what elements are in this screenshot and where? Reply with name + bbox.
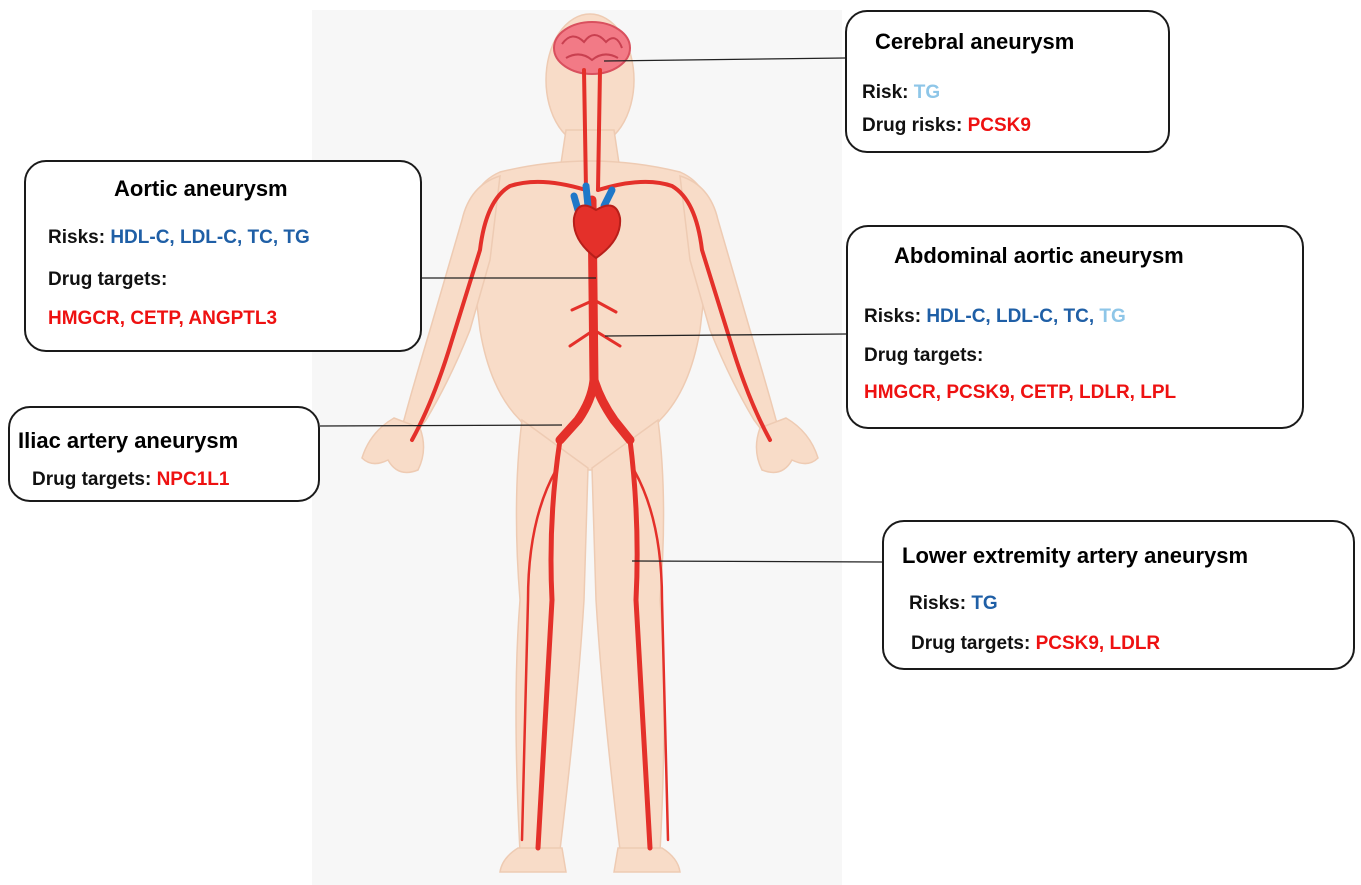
drug-row: Drug targets: NPC1L1 xyxy=(32,469,229,491)
callout-iliac-artery-aneurysm: Iliac artery aneurysm Drug targets: NPC1… xyxy=(8,406,320,502)
drug-label: Drug targets: xyxy=(864,345,983,366)
risk-label: Risks: xyxy=(909,593,971,614)
drug-row: Drug targets: PCSK9, LDLR xyxy=(911,633,1160,655)
drug-label-row: Drug targets: xyxy=(48,269,167,291)
risk-values: TG xyxy=(914,82,940,103)
callout-title: Abdominal aortic aneurysm xyxy=(894,243,1184,269)
drug-values-row: HMGCR, CETP, ANGPTL3 xyxy=(48,308,277,330)
risk-label: Risks: xyxy=(48,227,110,248)
leader-cerebral xyxy=(604,58,845,61)
drug-label: Drug targets: xyxy=(911,633,1036,654)
drug-values: NPC1L1 xyxy=(157,469,230,490)
callout-title: Iliac artery aneurysm xyxy=(18,428,238,454)
callout-title: Aortic aneurysm xyxy=(114,176,288,202)
risk-values: HDL-C, LDL-C, TC, TG xyxy=(110,227,309,248)
risk-values: TG xyxy=(971,593,997,614)
risk-values-light: TG xyxy=(1099,306,1125,327)
risk-label: Risks: xyxy=(864,306,926,327)
callout-cerebral-aneurysm: Cerebral aneurysm Risk: TG Drug risks: P… xyxy=(845,10,1170,153)
drug-label: Drug targets: xyxy=(48,269,167,290)
drug-label: Drug risks: xyxy=(862,115,968,136)
risk-values-dark: HDL-C, LDL-C, TC, xyxy=(926,306,1099,327)
drug-values: HMGCR, CETP, ANGPTL3 xyxy=(48,308,277,329)
callout-aortic-aneurysm: Aortic aneurysm Risks: HDL-C, LDL-C, TC,… xyxy=(24,160,422,352)
body-silhouette xyxy=(362,14,818,872)
callout-title: Lower extremity artery aneurysm xyxy=(902,543,1248,569)
drug-values: PCSK9 xyxy=(968,115,1031,136)
risk-row: Risks: HDL-C, LDL-C, TC, TG xyxy=(864,306,1126,328)
drug-values-row: HMGCR, PCSK9, CETP, LDLR, LPL xyxy=(864,382,1176,404)
drug-values: PCSK9, LDLR xyxy=(1036,633,1161,654)
drug-label-row: Drug targets: xyxy=(864,345,983,367)
callout-lower-extremity-artery-aneurysm: Lower extremity artery aneurysm Risks: T… xyxy=(882,520,1355,670)
risk-row: Risks: TG xyxy=(909,593,998,615)
drug-values: HMGCR, PCSK9, CETP, LDLR, LPL xyxy=(864,382,1176,403)
risk-row: Risks: HDL-C, LDL-C, TC, TG xyxy=(48,227,310,249)
drug-label: Drug targets: xyxy=(32,469,157,490)
risk-label: Risk: xyxy=(862,82,914,103)
risk-row: Risk: TG xyxy=(862,82,940,104)
brain-icon xyxy=(554,22,630,74)
callout-abdominal-aortic-aneurysm: Abdominal aortic aneurysm Risks: HDL-C, … xyxy=(846,225,1304,429)
drug-row: Drug risks: PCSK9 xyxy=(862,115,1031,137)
callout-title: Cerebral aneurysm xyxy=(875,29,1074,55)
leader-lower xyxy=(632,561,882,562)
